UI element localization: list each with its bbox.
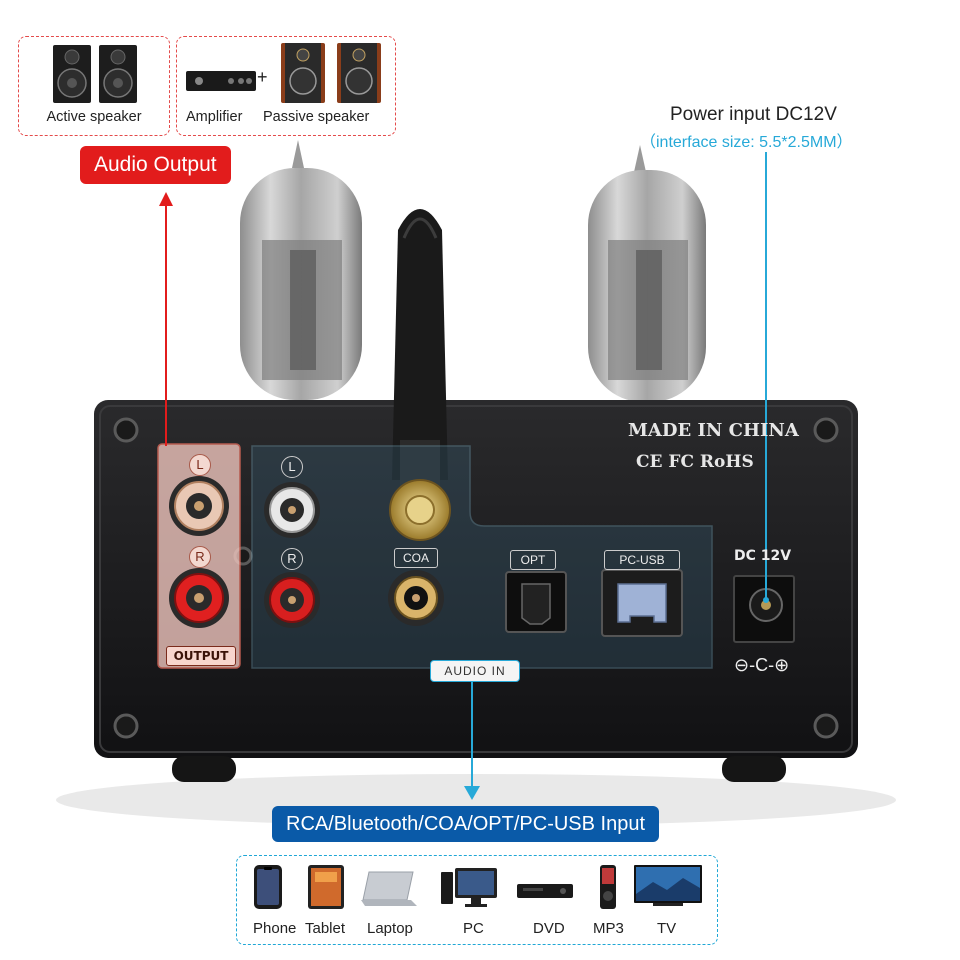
input-sources-tag: RCA/Bluetooth/COA/OPT/PC-USB Input (272, 806, 660, 842)
device-label-dvd: DVD (533, 920, 565, 937)
audio-in-label: AUDIO IN (430, 660, 520, 682)
amplifier-icon (186, 71, 256, 91)
device-label-laptop: Laptop (367, 920, 413, 937)
device-label-pc: PC (463, 920, 484, 937)
optical-input (505, 571, 567, 633)
laptop-icon (361, 871, 417, 906)
polarity-symbol: ⊖-C-⊕ (734, 655, 790, 675)
output-left-label: L (189, 454, 211, 476)
pc-usb-label: PC-USB (604, 550, 680, 570)
passive-speaker-box: + Amplifier Passive speaker (176, 36, 396, 136)
active-speaker-icon (53, 45, 137, 103)
vacuum-tube-left (240, 140, 362, 400)
usb-b-input (601, 569, 683, 637)
audio-output-tag: Audio Output (80, 146, 231, 184)
output-right-label: R (189, 546, 211, 568)
device-label-tablet: Tablet (305, 920, 346, 937)
plus-sign: + (257, 67, 268, 87)
pc-icon (441, 868, 497, 907)
active-speaker-label: Active speaker (46, 109, 142, 125)
passive-speaker-icon (281, 43, 381, 103)
device-label-phone: Phone (253, 920, 297, 937)
rca-input-left (264, 482, 320, 538)
active-speaker-box: Active speaker (18, 36, 170, 136)
output-label: OUTPUT (166, 646, 236, 666)
passive-speaker-label: Passive speaker (263, 109, 370, 125)
tablet-icon (308, 865, 344, 909)
phone-icon (254, 865, 282, 909)
power-input-subtitle: （interface size: 5.5*2.5MM） (640, 134, 853, 151)
dc-power-jack (733, 575, 795, 643)
amplifier-label: Amplifier (186, 109, 243, 125)
power-input-title: Power input DC12V (670, 104, 837, 125)
device-label-tv: TV (657, 920, 677, 937)
vacuum-tube-right (588, 145, 706, 402)
rca-input-right (264, 572, 320, 628)
tv-icon (634, 865, 702, 906)
dvd-icon (517, 884, 573, 898)
output-jack-left (169, 476, 229, 536)
certification-marks: CE FC RoHS (636, 452, 754, 472)
input-left-label: L (281, 456, 303, 478)
source-devices-box: Phone Tablet Laptop PC DVD MP3 TV (236, 855, 718, 945)
input-right-label: R (281, 548, 303, 570)
bluetooth-antenna (392, 209, 448, 486)
coa-label: COA (394, 548, 438, 568)
output-jack-right (169, 568, 229, 628)
mp3-icon (600, 865, 616, 909)
dc-12v-label: DC 12V (734, 548, 792, 564)
coaxial-input (388, 570, 444, 626)
opt-label: OPT (510, 550, 556, 570)
device-label-mp3: MP3 (593, 920, 624, 937)
made-in-china-text: MADE IN CHINA (628, 420, 799, 441)
